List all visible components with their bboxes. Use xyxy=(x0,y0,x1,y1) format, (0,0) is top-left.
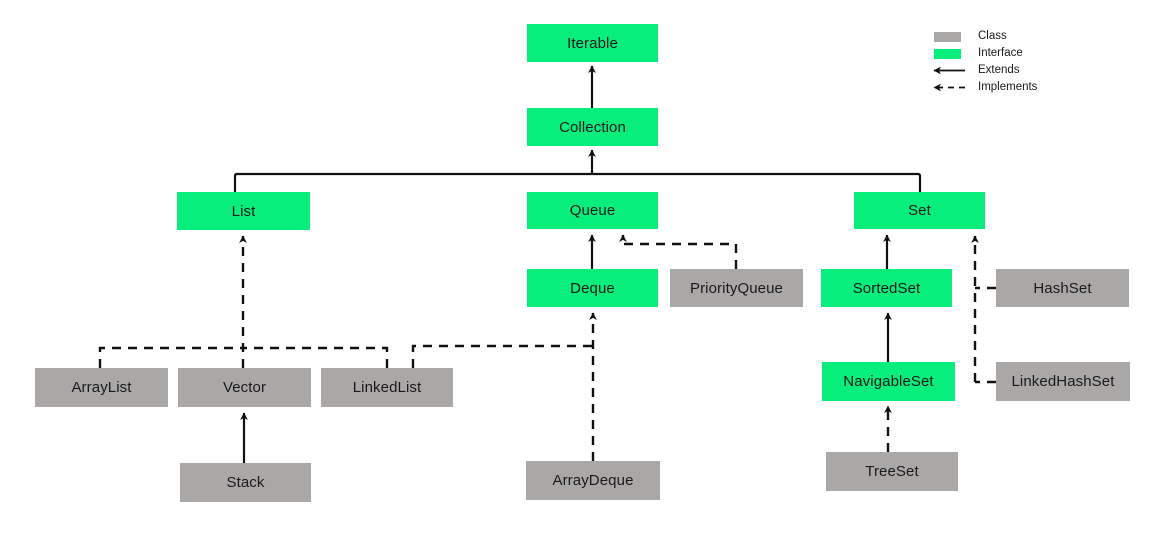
node-label: LinkedList xyxy=(352,379,422,396)
legend-item-implements: Implements xyxy=(931,79,1037,96)
node-label: TreeSet xyxy=(865,463,919,480)
legend-label-implements: Implements xyxy=(978,81,1038,93)
legend: Class Interface Extends Implements xyxy=(931,28,1037,96)
dashed-arrow-icon xyxy=(931,79,967,96)
interface-swatch-icon xyxy=(931,45,967,62)
node-label: Queue xyxy=(569,202,616,219)
node-iterable[interactable]: Iterable xyxy=(527,24,658,62)
node-linkedhashset[interactable]: LinkedHashSet xyxy=(996,362,1130,401)
node-treeset[interactable]: TreeSet xyxy=(826,452,958,491)
node-hashset[interactable]: HashSet xyxy=(996,269,1129,307)
node-label: LinkedHashSet xyxy=(1011,373,1115,390)
node-label: NavigableSet xyxy=(843,373,934,390)
node-navigableset[interactable]: NavigableSet xyxy=(822,362,955,401)
node-set[interactable]: Set xyxy=(854,192,985,229)
node-label: Iterable xyxy=(567,34,618,52)
class-swatch-icon xyxy=(931,28,967,45)
node-sortedset[interactable]: SortedSet xyxy=(821,269,952,307)
node-arraydeque[interactable]: ArrayDeque xyxy=(526,461,660,500)
node-vector[interactable]: Vector xyxy=(178,368,311,407)
node-label: Set xyxy=(908,202,931,219)
legend-label-extends: Extends xyxy=(978,64,1020,76)
node-deque[interactable]: Deque xyxy=(527,269,658,307)
node-stack[interactable]: Stack xyxy=(180,463,311,502)
node-label: ArrayDeque xyxy=(552,472,634,489)
node-arraylist[interactable]: ArrayList xyxy=(35,368,168,407)
edge-arraylist-implements-list xyxy=(98,346,243,368)
edge-bus-collection-children xyxy=(233,172,922,192)
node-label: SortedSet xyxy=(852,279,921,297)
legend-label-interface: Interface xyxy=(978,47,1023,59)
edge-priorityqueue-implements-queue xyxy=(619,234,738,269)
node-label: Vector xyxy=(222,379,267,396)
legend-item-class: Class xyxy=(931,28,1037,45)
solid-arrow-icon xyxy=(931,62,967,79)
node-label: ArrayList xyxy=(71,379,132,396)
node-collection[interactable]: Collection xyxy=(527,108,658,146)
node-label: HashSet xyxy=(1033,279,1092,297)
legend-item-interface: Interface xyxy=(931,45,1037,62)
edge-linkedlist-implements-list xyxy=(243,346,389,368)
legend-item-extends: Extends xyxy=(931,62,1037,79)
edge-linkedlist-implements-deque xyxy=(411,344,592,368)
node-label: Deque xyxy=(570,279,615,297)
node-list[interactable]: List xyxy=(177,192,310,230)
node-queue[interactable]: Queue xyxy=(527,192,658,229)
node-priorityqueue[interactable]: PriorityQueue xyxy=(670,269,803,307)
node-label: List xyxy=(231,202,256,220)
node-label: Stack xyxy=(226,474,265,491)
legend-label-class: Class xyxy=(978,30,1007,42)
node-label: PriorityQueue xyxy=(689,279,783,297)
node-linkedlist[interactable]: LinkedList xyxy=(321,368,453,407)
node-label: Collection xyxy=(559,118,626,136)
